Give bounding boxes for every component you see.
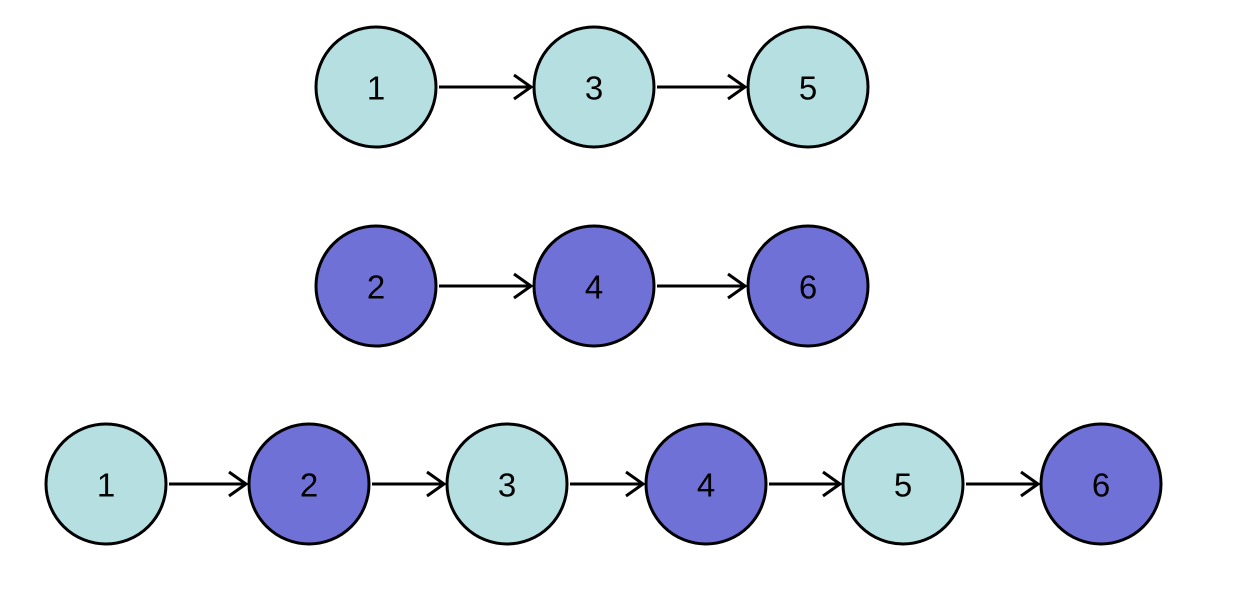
edge-group-odd-chain bbox=[439, 73, 748, 101]
edge-group-merged-chain bbox=[169, 470, 1041, 498]
node-circle-teal[interactable] bbox=[44, 422, 168, 546]
node-circle-teal[interactable] bbox=[746, 25, 870, 149]
arrowhead-icon bbox=[513, 272, 534, 300]
node-merged-chain-4[interactable]: 4 bbox=[644, 422, 768, 546]
node-merged-chain-3[interactable]: 3 bbox=[445, 422, 569, 546]
node-circle-teal[interactable] bbox=[445, 422, 569, 546]
arrowhead-icon bbox=[228, 470, 249, 498]
node-circle-purple[interactable] bbox=[1039, 422, 1163, 546]
arrowhead-icon bbox=[727, 73, 748, 101]
node-circle-purple[interactable] bbox=[247, 422, 371, 546]
node-merged-chain-5[interactable]: 5 bbox=[841, 422, 965, 546]
node-circle-purple[interactable] bbox=[644, 422, 768, 546]
node-circle-purple[interactable] bbox=[532, 224, 656, 348]
arrowhead-icon bbox=[727, 272, 748, 300]
edges-layer bbox=[169, 73, 1041, 498]
node-odd-chain-5[interactable]: 5 bbox=[746, 25, 870, 149]
arrowhead-icon bbox=[1020, 470, 1041, 498]
node-odd-chain-1[interactable]: 1 bbox=[314, 25, 438, 149]
edge-group-even-chain bbox=[439, 272, 748, 300]
node-even-chain-6[interactable]: 6 bbox=[746, 224, 870, 348]
node-merged-chain-2[interactable]: 2 bbox=[247, 422, 371, 546]
node-circle-purple[interactable] bbox=[746, 224, 870, 348]
node-circle-teal[interactable] bbox=[314, 25, 438, 149]
arrowhead-icon bbox=[513, 73, 534, 101]
node-even-chain-2[interactable]: 2 bbox=[314, 224, 438, 348]
node-circle-purple[interactable] bbox=[314, 224, 438, 348]
node-merged-chain-6[interactable]: 6 bbox=[1039, 422, 1163, 546]
node-circle-teal[interactable] bbox=[841, 422, 965, 546]
node-circle-teal[interactable] bbox=[532, 25, 656, 149]
arrowhead-icon bbox=[426, 470, 447, 498]
node-merged-chain-1[interactable]: 1 bbox=[44, 422, 168, 546]
node-odd-chain-3[interactable]: 3 bbox=[532, 25, 656, 149]
node-even-chain-4[interactable]: 4 bbox=[532, 224, 656, 348]
arrowhead-icon bbox=[625, 470, 646, 498]
arrowhead-icon bbox=[822, 470, 843, 498]
